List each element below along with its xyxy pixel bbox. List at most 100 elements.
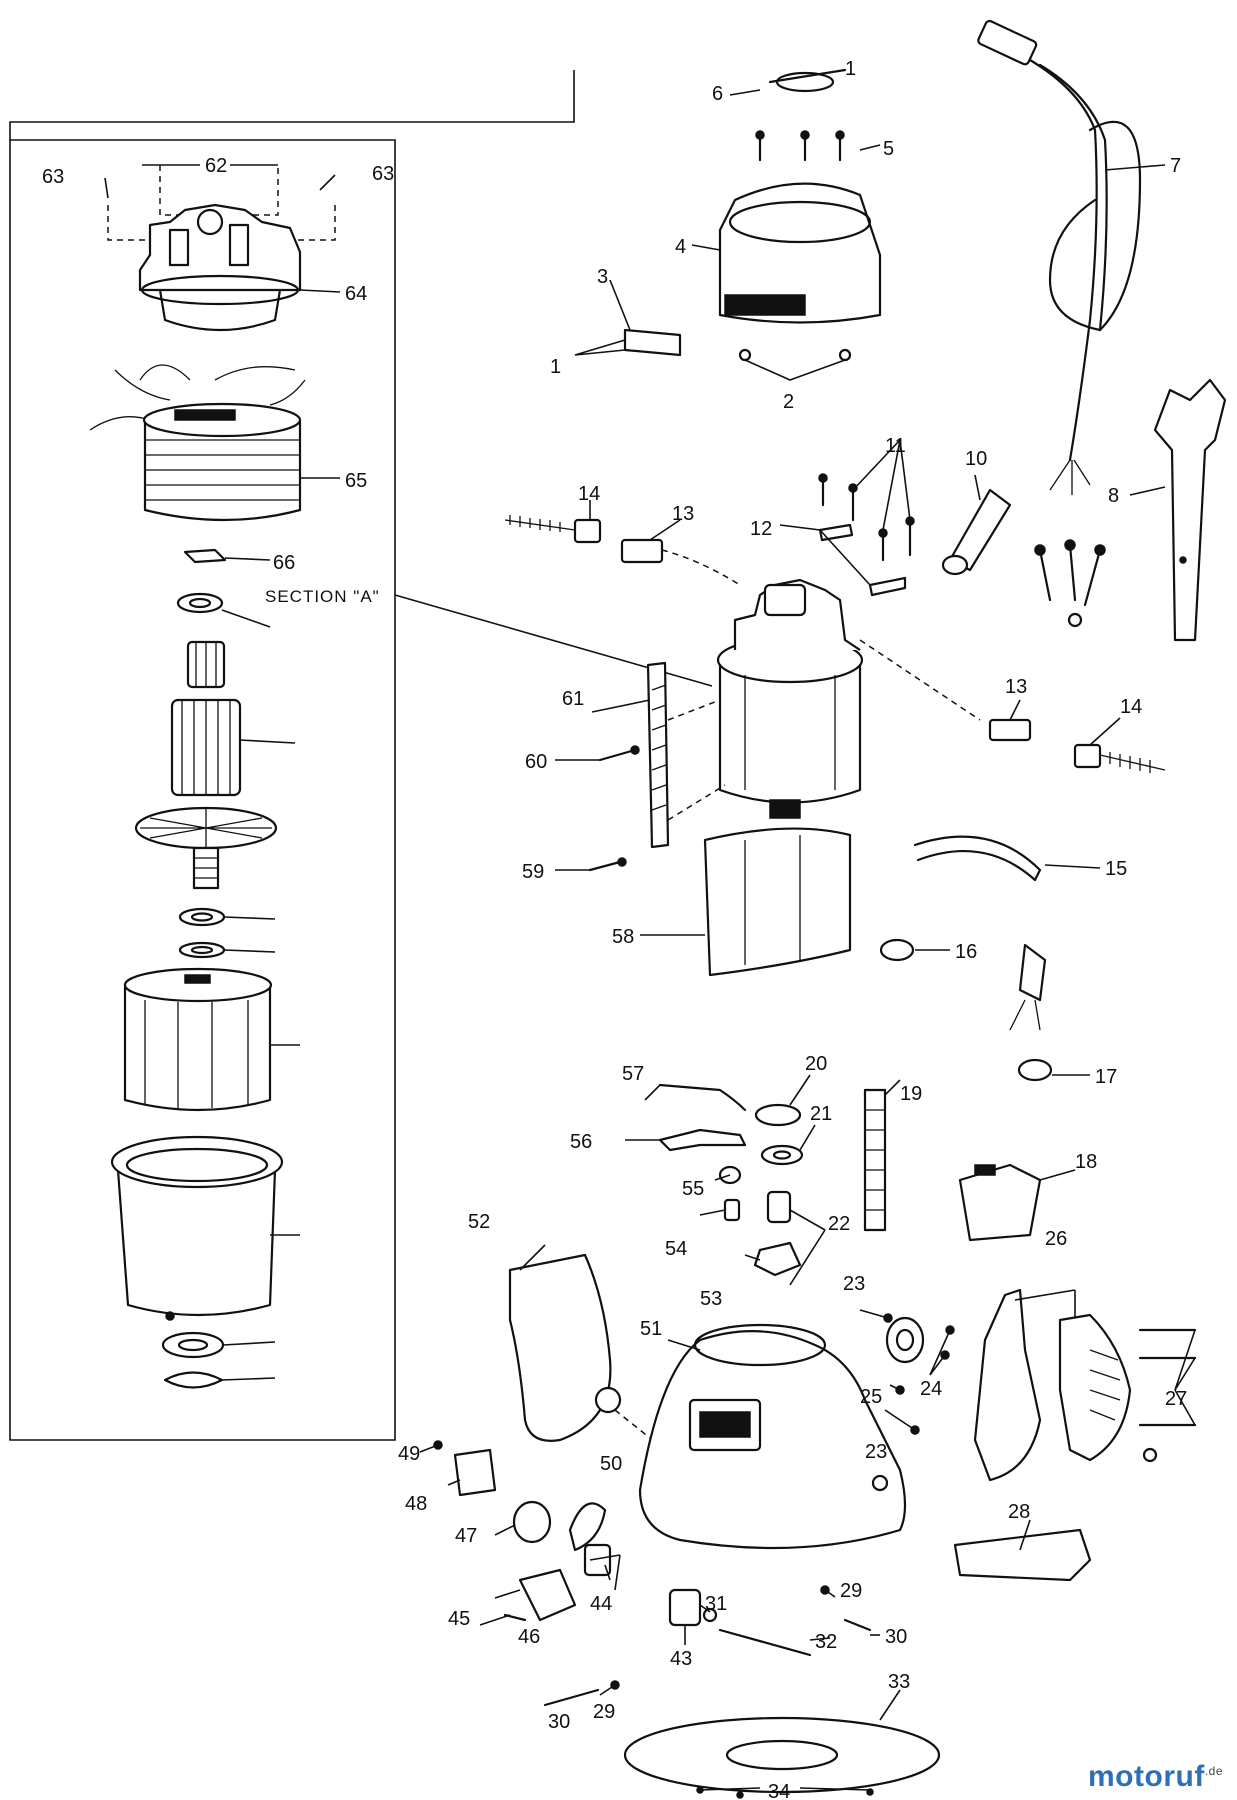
callout-48: 56 [570, 1131, 592, 1153]
callout-19: 19 [900, 1083, 922, 1105]
callout-47: 55 [682, 1178, 704, 1200]
watermark-logo: motoruf.de [1088, 1760, 1223, 1794]
leader-lines [104, 89, 1196, 1791]
callout-41: 49 [398, 1443, 420, 1465]
callout-16: 16 [955, 941, 977, 963]
brush-cap-10 [941, 488, 1012, 576]
callout-30-right: 30 [885, 1626, 907, 1648]
callout-30-left: 30 [548, 1711, 570, 1733]
callout-52: 60 [525, 751, 547, 773]
callout-24: 24 [920, 1378, 942, 1400]
label-plate-3 [623, 328, 682, 357]
callout-49: 57 [622, 1063, 644, 1085]
switch-18 [958, 1163, 1042, 1242]
housing-insert-63 [123, 967, 273, 1112]
callout-14-right: 14 [1120, 696, 1142, 718]
callout-7: 7 [1170, 155, 1181, 177]
callout-13-right: 13 [1005, 676, 1027, 698]
callout-13-left: 13 [672, 503, 694, 525]
callout-29-left: 29 [593, 1701, 615, 1723]
watermark-suffix: .de [1204, 1764, 1223, 1778]
callout-27: 27 [1165, 1388, 1187, 1410]
callout-labels: 63 62 63 64 65 66 SECTION "A" 6 1 5 4 3 … [42, 58, 1187, 1800]
callout-1-top: 1 [845, 58, 856, 80]
base-43 [638, 1323, 907, 1550]
callout-20: 20 [805, 1053, 827, 1075]
brush-holder-56 [107, 165, 336, 332]
callout-8: 8 [1108, 485, 1119, 507]
callout-58: 66 [273, 552, 295, 574]
callout-21: 21 [810, 1103, 832, 1125]
callout-42: 50 [600, 1453, 622, 1475]
washers-61-62 [178, 907, 226, 959]
brush-13-right [988, 718, 1032, 742]
base-plate-33 [623, 1716, 941, 1799]
callout-10: 10 [965, 448, 987, 470]
motor-assembly [716, 578, 981, 819]
callout-57: 65 [345, 470, 367, 492]
callout-53: 61 [562, 688, 584, 710]
callout-55-right: 63 [372, 163, 394, 185]
callout-44: 52 [468, 1211, 490, 1233]
brush-spring-14-left [504, 515, 602, 544]
callout-2: 2 [783, 391, 794, 413]
callout-36: 44 [590, 1593, 612, 1615]
callout-51: 59 [522, 861, 544, 883]
callout-50: 58 [612, 926, 634, 948]
power-cord-7 [977, 19, 1142, 495]
callout-17: 17 [1095, 1066, 1117, 1088]
callout-14-left: 14 [578, 483, 600, 505]
callout-33: 33 [888, 1671, 910, 1693]
callout-31: 31 [705, 1593, 727, 1615]
callout-54: 62 [205, 155, 227, 177]
callout-34: 34 [768, 1781, 790, 1800]
callout-35: 43 [670, 1648, 692, 1670]
callout-23-top: 23 [843, 1273, 865, 1295]
screws-11-12 [818, 473, 915, 597]
callout-29-right: 29 [840, 1580, 862, 1602]
callout-15: 15 [1105, 858, 1127, 880]
callout-28: 28 [1008, 1501, 1030, 1523]
callout-39: 47 [455, 1525, 477, 1547]
callout-56: 64 [345, 283, 367, 305]
callout-32: 32 [815, 1631, 837, 1653]
armature-60 [134, 640, 278, 890]
top-cover-4 [718, 68, 882, 362]
callout-11: 11 [885, 435, 906, 457]
rack-19 [863, 1088, 887, 1232]
callout-4: 4 [675, 236, 686, 258]
callout-5: 5 [883, 138, 894, 160]
nuts-20-21-47-46-45 [718, 1103, 804, 1277]
callout-45: 53 [700, 1288, 722, 1310]
callout-55-left: 63 [42, 166, 64, 188]
callout-38: 46 [518, 1626, 540, 1648]
callout-43: 51 [640, 1318, 662, 1340]
watermark-name: motoruf [1088, 1760, 1205, 1793]
callout-26: 26 [1045, 1228, 1067, 1250]
bearing-58-59 [176, 548, 227, 614]
handles-26 [973, 1288, 1132, 1482]
callout-1: 1 [550, 356, 561, 378]
motor-housing-64 [110, 1135, 284, 1321]
brush-13-left [620, 538, 741, 586]
callout-6: 6 [712, 83, 723, 105]
wrench-8 [1153, 378, 1227, 642]
callout-46: 54 [665, 1238, 687, 1260]
clips-48-49 [658, 1083, 747, 1152]
strap-53-screws-51-52 [588, 661, 726, 872]
screws-misc [1034, 539, 1106, 628]
callout-22: 22 [828, 1213, 850, 1235]
brush-spring-14-right [1073, 743, 1166, 773]
shield-50 [703, 827, 852, 977]
callout-23-bottom: 23 [865, 1441, 887, 1463]
callout-12: 12 [750, 518, 772, 540]
callout-40: 48 [405, 1493, 427, 1515]
bearing-65-ring-66 [161, 1331, 225, 1389]
section-a-label: SECTION "A" [265, 587, 380, 606]
callout-25: 25 [860, 1386, 882, 1408]
field-57 [89, 364, 306, 522]
handle-44 [508, 1253, 666, 1451]
callout-37: 45 [448, 1608, 470, 1630]
callout-18: 18 [1075, 1151, 1097, 1173]
